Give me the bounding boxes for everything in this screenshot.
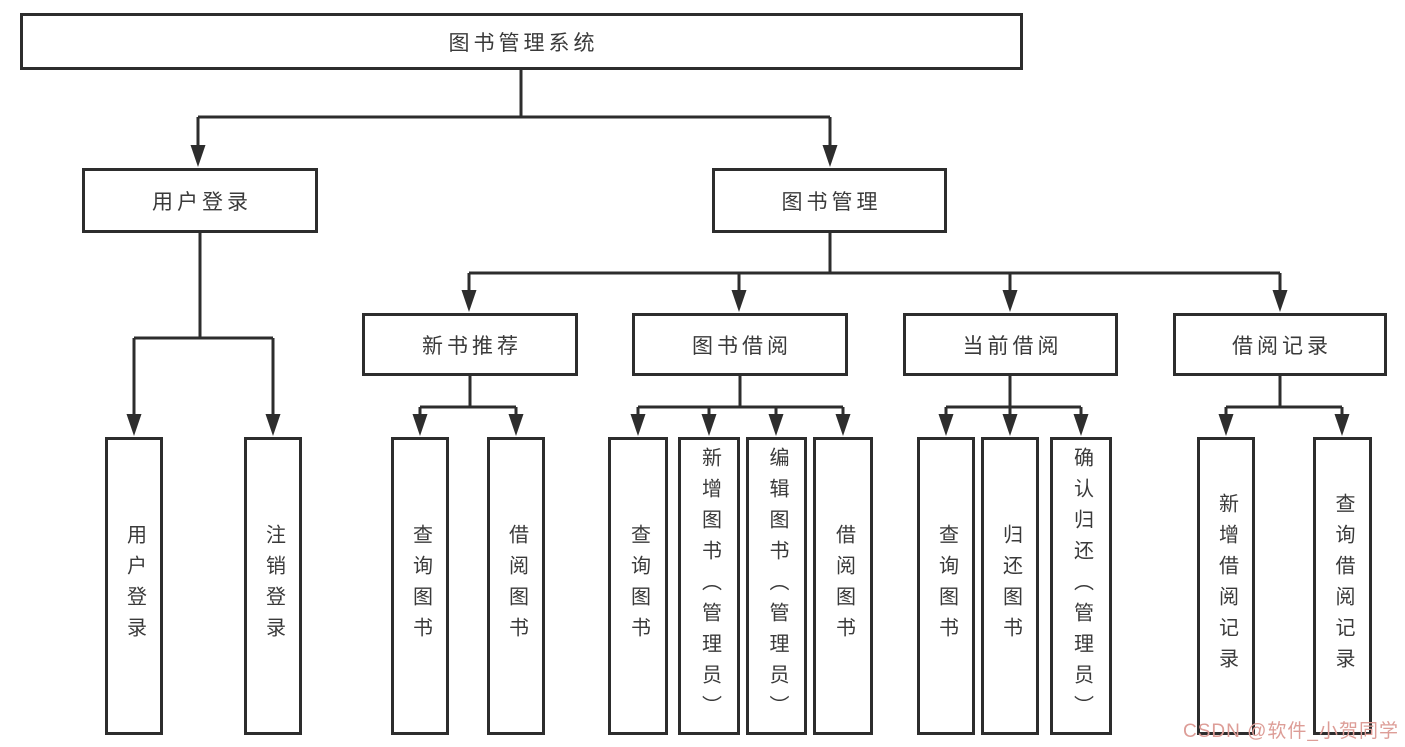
node-root-label: 图书管理系统	[448, 31, 599, 55]
node-borrow-records: 借阅记录	[1173, 313, 1387, 376]
leaf-borrow-query-books-label: 查询图书	[627, 524, 650, 648]
csdn-watermark: CSDN @软件_小贺同学	[1183, 721, 1399, 742]
node-user-login-label: 用户登录	[152, 190, 252, 214]
node-current-borrow: 当前借阅	[903, 313, 1118, 376]
leaf-recommend-borrow-books-label: 借阅图书	[505, 524, 528, 648]
leaf-query-borrow-record: 查询借阅记录	[1313, 437, 1372, 735]
node-current-borrow-label: 当前借阅	[962, 334, 1063, 358]
leaf-return-books: 归还图书	[981, 437, 1039, 735]
node-book-management: 图书管理	[712, 168, 947, 233]
node-user-login: 用户登录	[82, 168, 318, 233]
leaf-current-query-books: 查询图书	[917, 437, 975, 735]
leaf-add-borrow-record: 新增借阅记录	[1197, 437, 1255, 735]
leaf-query-borrow-record-label: 查询借阅记录	[1332, 493, 1354, 679]
leaf-edit-books-admin: 编辑图书（管理员）	[746, 437, 807, 735]
leaf-add-books-admin-label: 新增图书（管理员）	[698, 446, 721, 726]
node-borrow-records-label: 借阅记录	[1232, 334, 1332, 358]
leaf-borrow-books-label: 借阅图书	[832, 524, 855, 648]
leaf-logout-label: 注销登录	[262, 524, 285, 648]
node-book-borrow: 图书借阅	[632, 313, 848, 376]
leaf-return-books-label: 归还图书	[999, 524, 1022, 648]
node-book-borrow-label: 图书借阅	[692, 334, 792, 358]
leaf-add-books-admin: 新增图书（管理员）	[678, 437, 740, 735]
node-book-management-label: 图书管理	[781, 190, 882, 214]
leaf-add-borrow-record-label: 新增借阅记录	[1215, 493, 1238, 679]
leaf-recommend-borrow-books: 借阅图书	[487, 437, 545, 735]
leaf-current-query-books-label: 查询图书	[935, 524, 958, 648]
node-root: 图书管理系统	[20, 13, 1023, 70]
leaf-borrow-query-books: 查询图书	[608, 437, 668, 735]
leaf-edit-books-admin-label: 编辑图书（管理员）	[766, 446, 788, 726]
leaf-confirm-return-admin-label: 确认归还（管理员）	[1070, 446, 1093, 726]
node-new-book-recommend-label: 新书推荐	[422, 334, 522, 358]
leaf-recommend-query-books: 查询图书	[391, 437, 449, 735]
leaf-logout: 注销登录	[244, 437, 302, 735]
leaf-confirm-return-admin: 确认归还（管理员）	[1050, 437, 1112, 735]
leaf-recommend-query-books-label: 查询图书	[409, 524, 432, 648]
leaf-user-login-label: 用户登录	[123, 524, 146, 648]
node-new-book-recommend: 新书推荐	[362, 313, 578, 376]
leaf-user-login: 用户登录	[105, 437, 163, 735]
leaf-borrow-books: 借阅图书	[813, 437, 873, 735]
